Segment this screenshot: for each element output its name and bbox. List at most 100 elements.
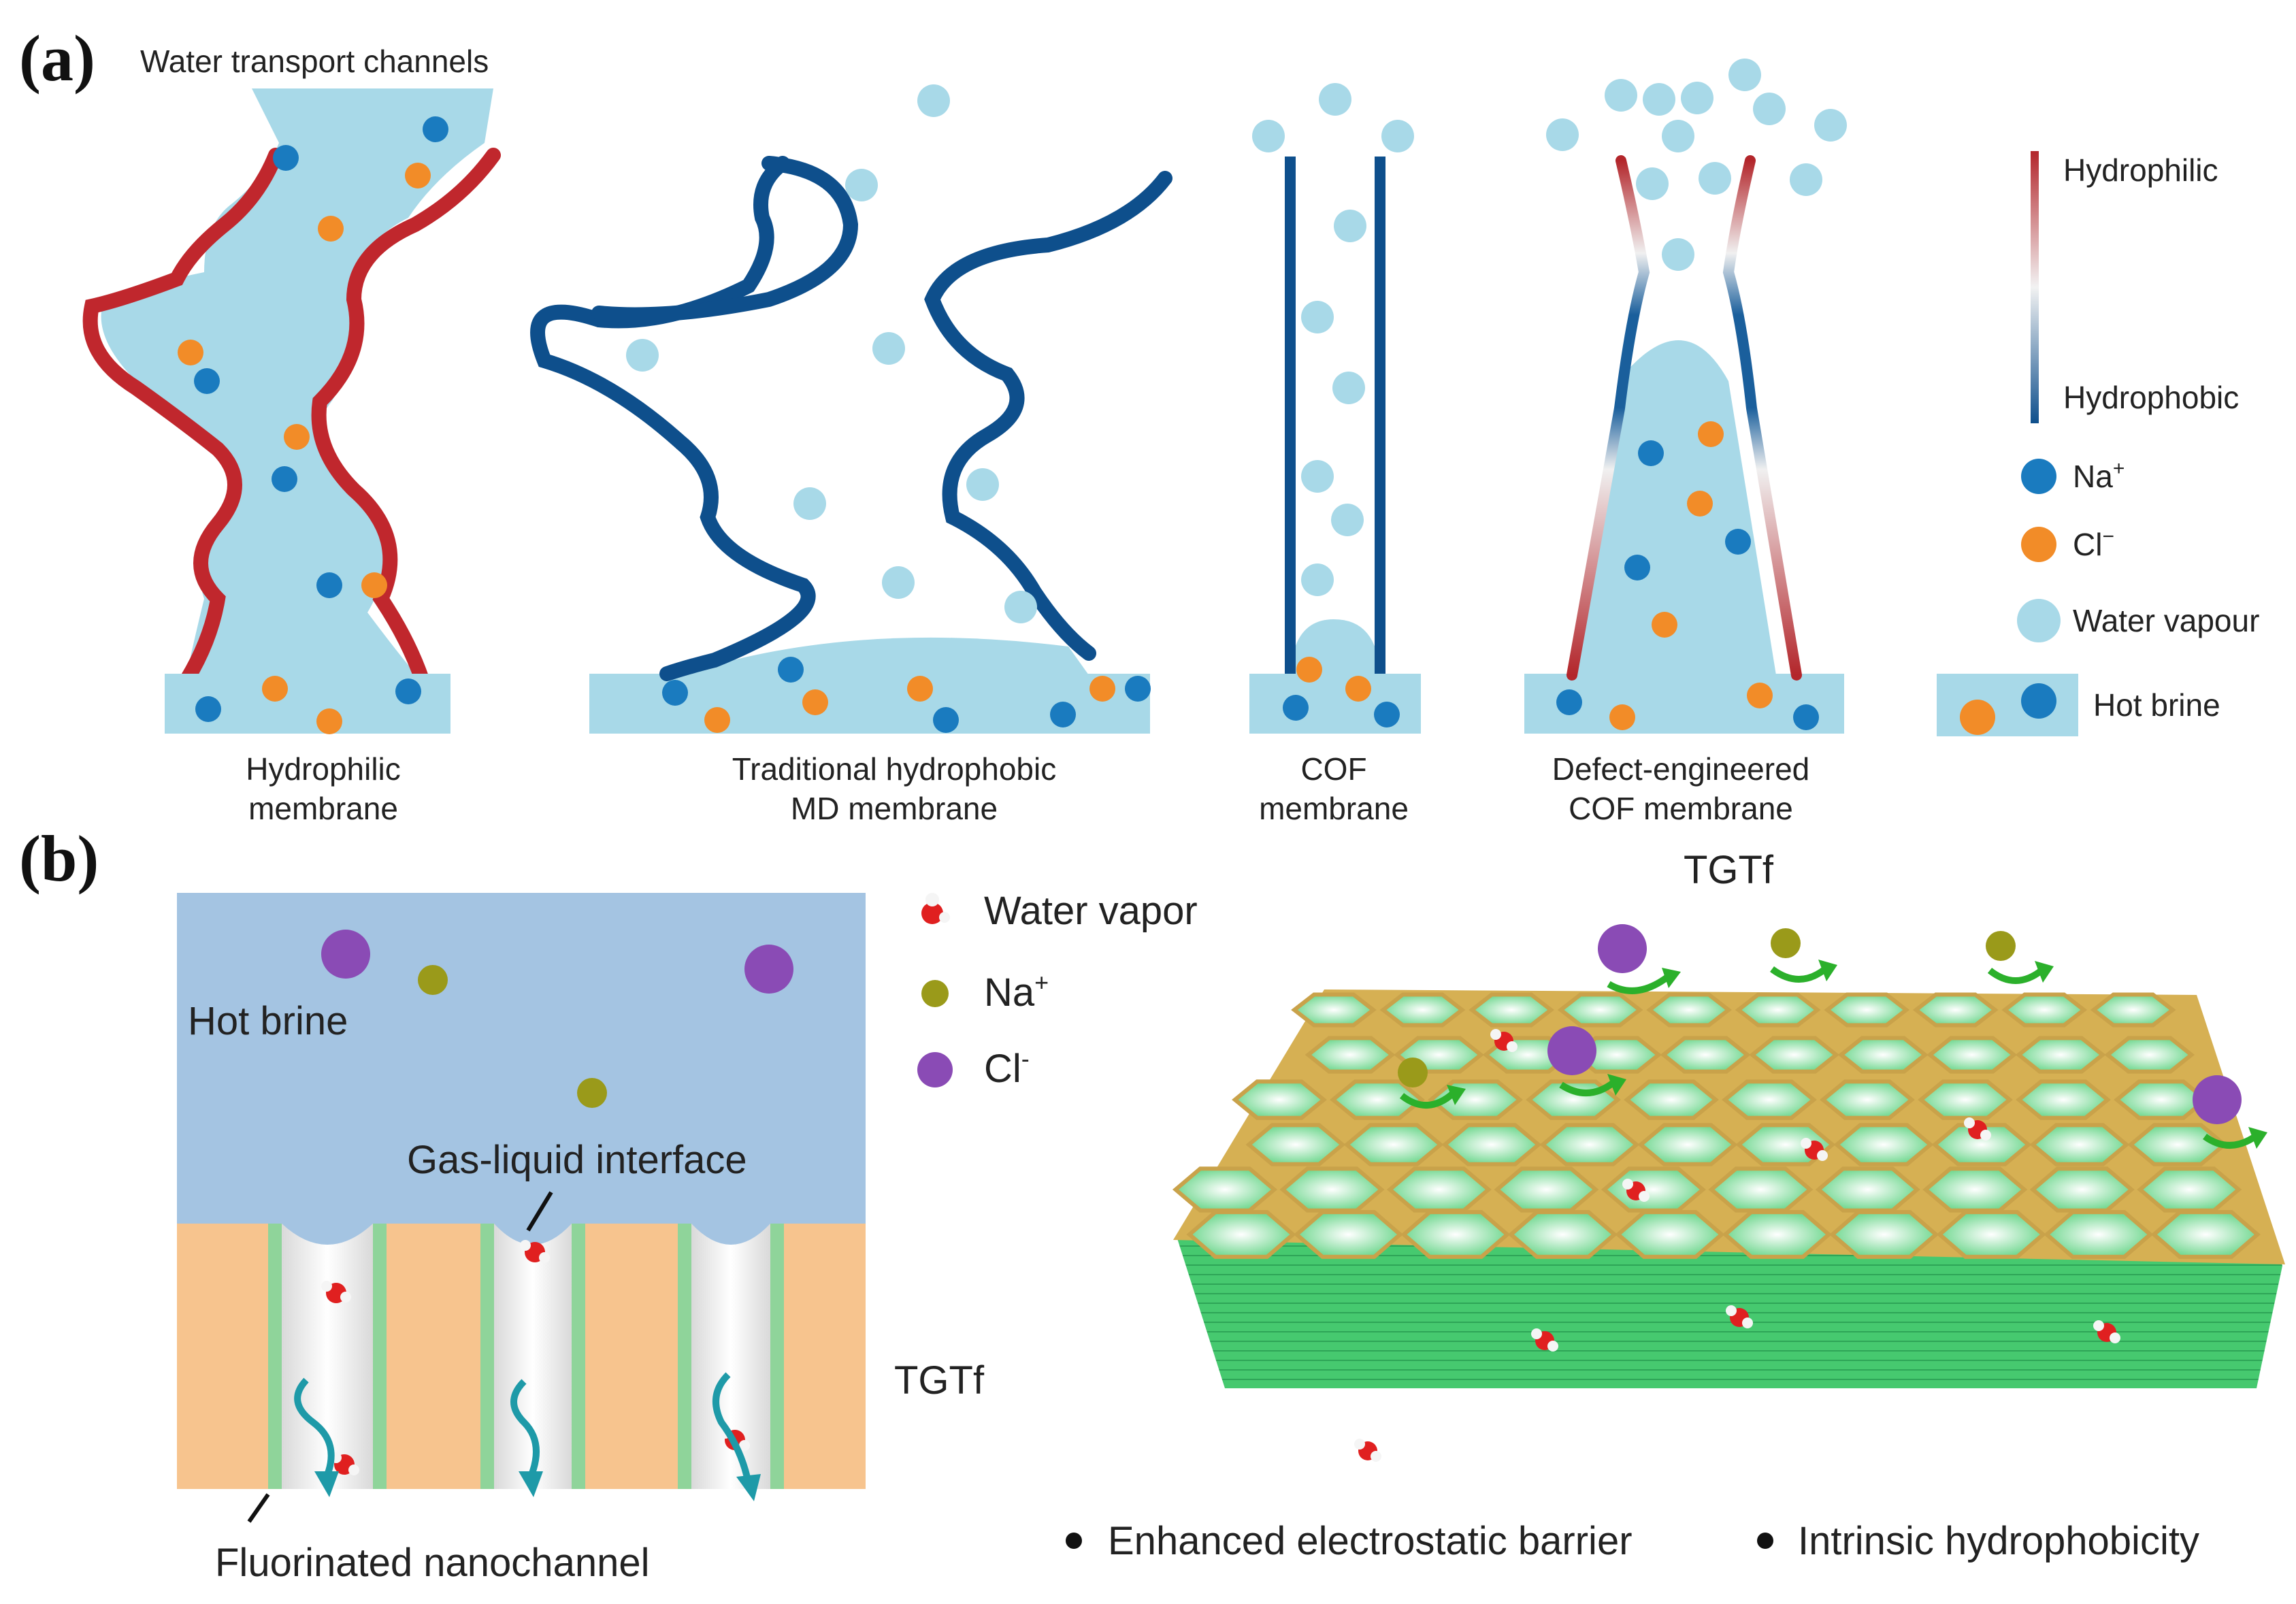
hex-pore — [1926, 1036, 2018, 1074]
hex-pore — [1829, 1210, 1939, 1259]
tgtf-side-label: TGTf — [894, 1358, 985, 1403]
legend-water-vapor-icon — [921, 893, 950, 924]
hex-pore — [2001, 992, 2088, 1028]
legend-cl-b-icon — [917, 1052, 953, 1087]
membrane-label-1-line1: Hydrophilic — [246, 751, 401, 787]
water-vapour — [1332, 372, 1365, 404]
legend-na-b-icon — [921, 980, 949, 1007]
hex-pore — [1557, 992, 1643, 1028]
ions-defect — [1556, 421, 1819, 730]
hex-pore — [1912, 992, 1999, 1028]
pointer-nanochannel — [247, 1493, 270, 1523]
legend-brine-cl — [1960, 700, 1995, 735]
water-vapour — [966, 468, 999, 501]
water-molecule — [1622, 1179, 1650, 1202]
membrane-label-3-line2: membrane — [1259, 791, 1409, 826]
hex-pore — [1646, 992, 1732, 1028]
defect-wall-left — [1567, 155, 1650, 681]
legend-water-vapor: Water vapor — [984, 889, 1198, 933]
na-ion — [1771, 928, 1801, 958]
hex-pore — [1539, 1123, 1640, 1166]
hex-pore — [1400, 1210, 1511, 1259]
hex-pore — [1293, 1210, 1404, 1259]
water-molecule — [520, 1240, 550, 1263]
hex-pore — [1172, 1166, 1278, 1213]
hex-pore — [1330, 1079, 1425, 1120]
hex-pore — [1186, 1210, 1296, 1259]
hydrophobic-wall-left-top — [591, 156, 859, 323]
legend-brine-icon — [1937, 674, 2078, 736]
channel-wall — [572, 1224, 585, 1489]
hex-pore — [2104, 1036, 2195, 1074]
na-ion — [316, 572, 342, 598]
na-ion — [1624, 555, 1650, 580]
legend-na-icon — [2021, 459, 2056, 494]
water-vapour — [1319, 83, 1351, 116]
cl-ion — [1698, 421, 1724, 447]
cl-ion — [1345, 676, 1371, 702]
cl-ion — [405, 163, 431, 189]
na-ion — [273, 145, 299, 171]
water-vapour — [917, 84, 950, 117]
bullet-dot — [1066, 1533, 1082, 1549]
legend-hydrophilic: Hydrophilic — [2063, 152, 2218, 188]
water-molecule — [1726, 1305, 1753, 1328]
na-ion — [1725, 529, 1751, 555]
water-vapour — [1301, 301, 1334, 333]
na-ion — [1556, 689, 1582, 715]
hex-pore — [1494, 1166, 1599, 1213]
hex-pore — [1615, 1210, 1725, 1259]
na-ion — [272, 466, 297, 492]
water-vapour — [882, 566, 915, 599]
water-vapour — [1699, 162, 1731, 195]
water-vapour — [793, 487, 826, 520]
hex-pore — [1824, 992, 1910, 1028]
cl-ion — [1547, 1026, 1596, 1075]
hex-pore — [1722, 1079, 1817, 1120]
water-vapour — [626, 339, 659, 372]
hex-pore — [1624, 1079, 1719, 1120]
hex-pore — [2150, 1210, 2261, 1259]
water-vapour — [1790, 163, 1822, 196]
water-molecule — [1490, 1029, 1518, 1052]
water-vapour — [1636, 167, 1669, 200]
legend-hydrophobic: Hydrophobic — [2063, 380, 2239, 415]
na-ion — [395, 678, 421, 704]
tgtf-title: TGTf — [1684, 848, 1774, 892]
na-ion — [1283, 695, 1309, 721]
hex-pore — [1918, 1079, 2013, 1120]
membrane-label-3-line1: COF — [1300, 751, 1366, 787]
na-ion — [662, 680, 688, 706]
hex-pore — [1815, 1166, 1920, 1213]
water-vapour — [1331, 504, 1364, 536]
hex-pore — [1232, 1079, 1327, 1120]
na-ion — [1793, 704, 1819, 730]
water-vapour — [1605, 79, 1637, 112]
na-ion — [1374, 702, 1400, 727]
legend-na-b: Na+ — [984, 968, 1049, 1015]
membrane-label-4-line1: Defect-engineered — [1552, 751, 1809, 787]
hex-pore — [1441, 1123, 1542, 1166]
water-vapour — [872, 332, 905, 365]
channel-wall — [373, 1224, 387, 1489]
hex-pore — [2044, 1210, 2154, 1259]
na-ion — [1050, 702, 1076, 727]
legend-vapour-icon — [2017, 599, 2061, 642]
na-ion — [195, 696, 221, 722]
na-ion — [1398, 1058, 1428, 1087]
hex-pore — [1820, 1079, 1915, 1120]
na-ion — [423, 116, 448, 142]
hex-pore — [1637, 1123, 1738, 1166]
bullet-hydrophobicity: Intrinsic hydrophobicity — [1798, 1519, 2199, 1563]
hydrophilicity-gradient-bar — [2031, 151, 2039, 423]
hex-pore — [2090, 992, 2176, 1028]
vapour-defect — [1546, 59, 1847, 271]
water-vapour — [1301, 460, 1334, 493]
cl-ion — [1687, 491, 1713, 517]
cl-ion — [321, 930, 370, 979]
hex-pore — [1601, 1166, 1706, 1213]
water-vapour — [1546, 118, 1579, 151]
cl-ion — [1296, 657, 1322, 683]
panel-a-label: (a) — [19, 22, 95, 95]
